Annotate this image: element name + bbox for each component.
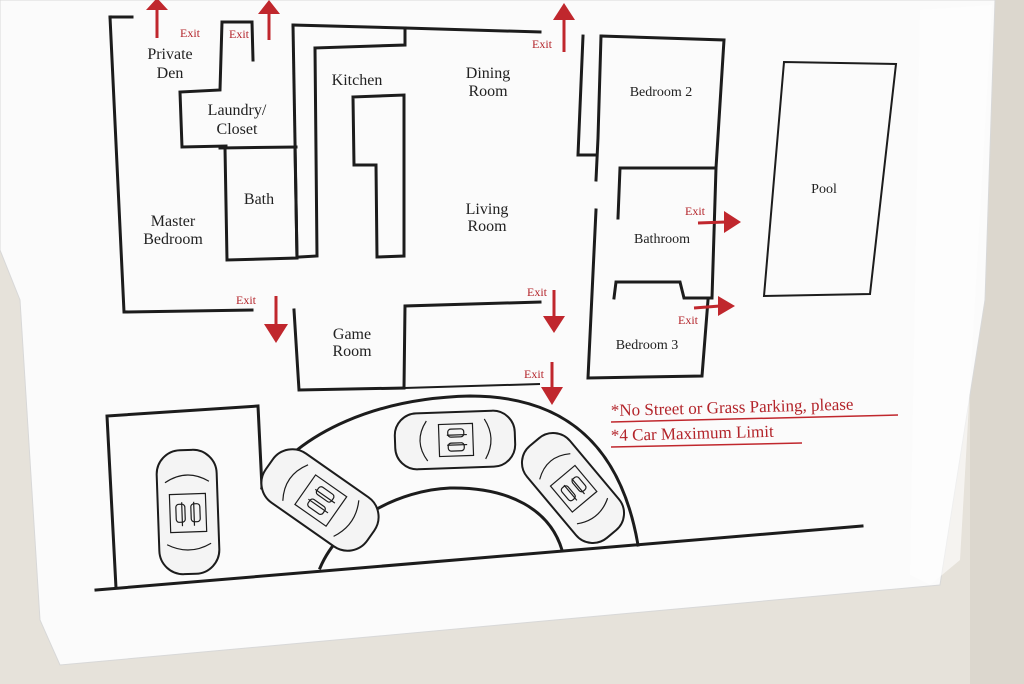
exit-arrow-1-head bbox=[146, 0, 168, 10]
paper-gloss bbox=[910, 5, 992, 585]
driveway-outer-arc bbox=[259, 394, 640, 547]
wall-den-right bbox=[178, 20, 228, 149]
exit-label-8: Exit bbox=[524, 367, 545, 381]
wall-bathroom bbox=[612, 166, 718, 300]
exit-label-3: Exit bbox=[532, 37, 553, 51]
exit-label-1: Exit bbox=[180, 26, 201, 40]
exit-arrow-4-head bbox=[724, 211, 741, 233]
exit-arrow-3-head bbox=[553, 3, 575, 20]
exit-arrow-8-head bbox=[541, 387, 563, 405]
note-underline-1 bbox=[610, 414, 899, 423]
room-living-line1: Living bbox=[466, 201, 509, 218]
wall-kitchen-left bbox=[297, 46, 319, 259]
room-bathroom: Bathroom bbox=[634, 232, 690, 247]
car-3 bbox=[393, 409, 517, 471]
exit-arrow-6-head bbox=[264, 324, 288, 343]
wall-laundry-bottom bbox=[218, 145, 298, 150]
wall-core-left bbox=[291, 23, 299, 260]
room-dining-line2: Room bbox=[468, 83, 508, 100]
room-private-den-line2: Den bbox=[157, 65, 184, 82]
car-2 bbox=[260, 448, 380, 552]
room-master-line2: Bedroom bbox=[143, 231, 203, 248]
exit-arrow-2-head bbox=[258, 0, 280, 14]
room-living-line2: Room bbox=[467, 218, 507, 235]
room-laundry-line2: Closet bbox=[217, 121, 258, 138]
wall-game-bottom bbox=[403, 383, 541, 389]
floor-plan bbox=[108, 15, 898, 392]
room-game-line2: Room bbox=[332, 343, 372, 360]
wall-game-right bbox=[402, 300, 542, 390]
exit-label-4: Exit bbox=[685, 204, 706, 218]
room-private-den-line1: Private bbox=[147, 46, 192, 63]
exit-label-2: Exit bbox=[229, 27, 250, 41]
room-kitchen: Kitchen bbox=[332, 72, 383, 89]
room-labels: Private Den Laundry/ Closet Kitchen Dini… bbox=[143, 46, 837, 360]
pool-outline bbox=[762, 60, 898, 298]
exit-arrow-7-head bbox=[543, 316, 565, 333]
wall-counter bbox=[351, 93, 406, 259]
wall-master-left bbox=[108, 15, 254, 314]
room-bedroom3: Bedroom 3 bbox=[616, 338, 679, 353]
wall-divider-right bbox=[586, 208, 710, 380]
driveway-left-pad bbox=[105, 404, 264, 590]
room-bedroom2: Bedroom 2 bbox=[630, 85, 693, 100]
room-master-line1: Master bbox=[151, 213, 196, 230]
room-game-line1: Game bbox=[333, 326, 371, 343]
car-1 bbox=[155, 448, 221, 576]
car-4 bbox=[520, 432, 626, 544]
wall-game-left bbox=[292, 308, 406, 392]
exits: Exit Exit Exit Exit Exit Exit Exit Exit bbox=[146, 0, 741, 405]
exit-label-6: Exit bbox=[236, 293, 257, 307]
wall-bedroom2-inner bbox=[594, 34, 603, 182]
note-underline-2 bbox=[610, 442, 803, 448]
exit-label-5: Exit bbox=[678, 313, 699, 327]
wall-bedroom2-left bbox=[576, 34, 598, 157]
exit-arrow-4-shaft bbox=[697, 220, 727, 225]
paper-sheet bbox=[0, 0, 996, 666]
room-dining-line1: Dining bbox=[466, 65, 510, 82]
exit-arrow-5-shaft bbox=[693, 304, 721, 310]
note-car-limit: *4 Car Maximum Limit bbox=[611, 422, 775, 445]
room-pool: Pool bbox=[811, 182, 837, 197]
room-laundry-line1: Laundry/ bbox=[208, 102, 267, 119]
wall-laundry-right bbox=[250, 20, 255, 62]
exit-label-7: Exit bbox=[527, 285, 548, 299]
wall-kitchen-inner bbox=[313, 26, 407, 50]
room-bath: Bath bbox=[244, 191, 274, 208]
exit-arrow-5-head bbox=[718, 296, 735, 316]
street-line bbox=[94, 524, 864, 592]
